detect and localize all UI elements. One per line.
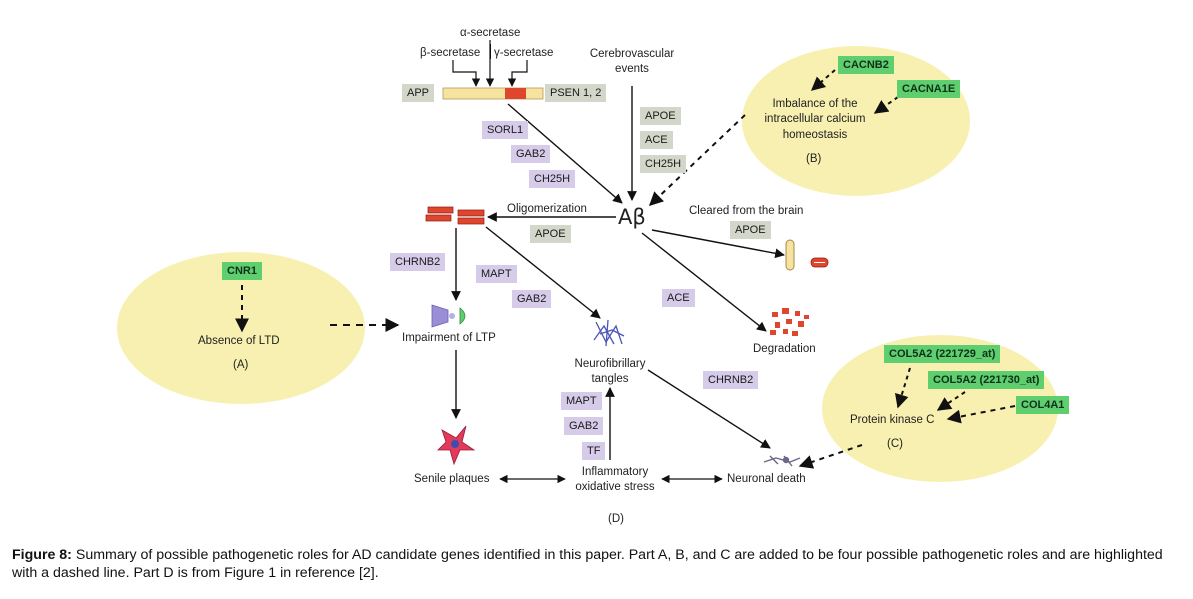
gene-col5a2-2: COL5A2 (221730_at) — [928, 371, 1045, 389]
alpha-secretase-label: α-secretase — [460, 27, 521, 39]
dashed-col5a2-2-to-pkc — [936, 391, 966, 411]
gene-mapt-a: MAPT — [476, 265, 517, 283]
gene-psen: PSEN 1, 2 — [545, 84, 607, 102]
part-c-label: (C) — [887, 438, 903, 450]
absence-ltd-label: Absence of LTD — [198, 335, 280, 347]
gene-gab2-c: GAB2 — [564, 417, 604, 435]
synapse-icon — [431, 304, 466, 328]
dashed-c-to-death — [798, 444, 863, 469]
gene-col5a2-1: COL5A2 (221729_at) — [884, 345, 1001, 363]
gene-ch25h-a: CH25H — [529, 170, 576, 188]
neuron-icon — [763, 455, 801, 467]
dashed-col5a2-1-to-pkc — [895, 367, 911, 409]
inflammatory-label-2: oxidative stress — [575, 481, 655, 493]
gene-ace-a: ACE — [640, 131, 673, 149]
arrow-tangles-to-death — [647, 369, 771, 449]
gene-apoe-olig: APOE — [530, 225, 571, 243]
vessel-icon — [785, 239, 829, 271]
caption-text: Summary of possible pathogenetic roles f… — [12, 547, 1163, 581]
imbalance-label-1: Imbalance of the — [772, 98, 858, 110]
part-d-label: (D) — [608, 513, 624, 525]
oligomer-icon — [425, 206, 485, 225]
senile-plaques-label: Senile plaques — [414, 473, 490, 485]
arrow-abeta-to-degradation — [641, 232, 767, 332]
gene-cnr1: CNR1 — [222, 262, 262, 280]
app-bar-cut — [505, 88, 526, 99]
dashed-col4a1-to-pkc — [946, 405, 1016, 424]
figure-caption: Figure 8: Summary of possible pathogenet… — [12, 546, 1182, 582]
gene-app: APP — [402, 84, 435, 102]
tangles-label-2: tangles — [591, 373, 629, 385]
gamma-secretase-arrow — [507, 60, 528, 87]
cerebrovascular-label: Cerebrovascular — [589, 48, 675, 60]
gene-mapt-b: MAPT — [561, 392, 602, 410]
gene-tf: TF — [582, 442, 606, 460]
gene-chrnb2-a: CHRNB2 — [390, 253, 446, 271]
degradation-icon — [770, 308, 809, 336]
secretase-divider — [490, 44, 491, 59]
tangles-icon — [593, 319, 625, 347]
gene-cacnb2: CACNB2 — [838, 56, 894, 74]
gene-apoe-a: APOE — [640, 107, 681, 125]
arrow-app-to-abeta — [507, 103, 623, 204]
degradation-label: Degradation — [753, 343, 816, 355]
arrow-abeta-to-clearance — [651, 229, 785, 259]
caption-prefix: Figure 8: — [12, 547, 72, 563]
gene-cacna1e: CACNA1E — [897, 80, 961, 98]
gene-col4a1: COL4A1 — [1016, 396, 1070, 414]
events-label: events — [615, 63, 649, 75]
gene-gab2-a: GAB2 — [511, 145, 551, 163]
inflammatory-label-1: Inflammatory — [581, 466, 649, 478]
part-b-label: (B) — [806, 153, 822, 165]
gene-chrnb2-b: CHRNB2 — [703, 371, 759, 389]
dashed-cacnb2-to-b — [810, 69, 836, 91]
imbalance-label-2: intracellular calcium — [764, 113, 866, 125]
beta-secretase-label: β-secretase — [420, 47, 481, 59]
tangles-label-1: Neurofibrillary — [574, 358, 646, 370]
dashed-cacna1e-to-b — [873, 96, 899, 114]
gene-sorl1: SORL1 — [482, 121, 529, 139]
gene-ch25h-b: CH25H — [640, 155, 687, 173]
gene-gab2-b: GAB2 — [512, 290, 552, 308]
oligomerization-label: Oligomerization — [507, 203, 587, 215]
pathogenesis-diagram: α-secretase β-secretase γ-secretase Cere… — [117, 27, 1070, 525]
beta-secretase-arrow — [452, 60, 481, 87]
gamma-secretase-label: γ-secretase — [494, 47, 554, 59]
part-a-label: (A) — [233, 359, 249, 371]
gene-apoe-clear: APOE — [730, 221, 771, 239]
cleared-label: Cleared from the brain — [689, 205, 804, 217]
protein-kinase-c-label: Protein kinase C — [850, 414, 935, 426]
plaque-icon — [437, 425, 476, 466]
impairment-ltp-label: Impairment of LTP — [402, 332, 496, 344]
arrow-oligomer-to-tangles — [485, 226, 601, 319]
app-bar — [442, 87, 544, 100]
abeta-node: Aβ — [618, 205, 646, 229]
neuronal-death-label: Neuronal death — [727, 473, 806, 485]
imbalance-label-3: homeostasis — [782, 129, 848, 141]
arrows-layer — [235, 40, 1016, 484]
gene-ace-b: ACE — [662, 289, 695, 307]
dashed-b-to-abeta — [648, 114, 746, 206]
